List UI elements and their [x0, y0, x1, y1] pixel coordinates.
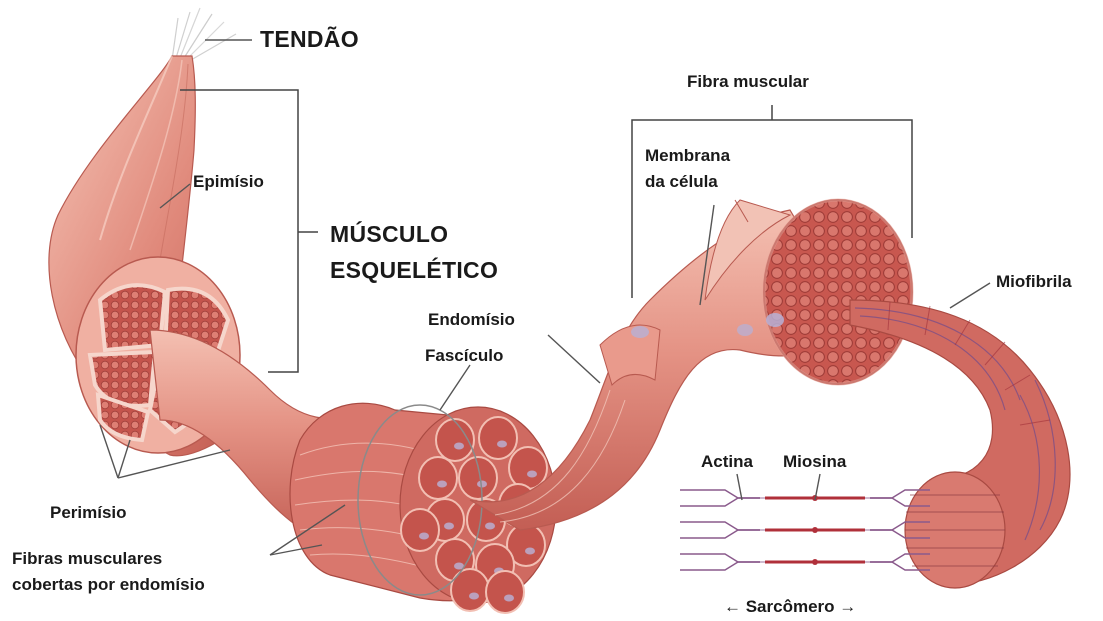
label-perimisio: Perimísio: [50, 503, 127, 523]
tendon-strands: [172, 8, 236, 60]
miofibrila-leader: [950, 283, 990, 308]
endomisio-leader: [548, 335, 600, 383]
fiber-cross-section: [486, 571, 524, 613]
actina-leader: [737, 474, 742, 500]
miosina-leader: [815, 474, 820, 500]
fasciculo-leader: [440, 365, 470, 410]
label-fasciculo: Fascículo: [425, 346, 503, 366]
label-membrana-line1: Membrana: [645, 146, 730, 166]
fiber-cross-section: [401, 509, 439, 551]
label-fibras-line1: Fibras musculares: [12, 549, 162, 569]
nucleus: [437, 481, 447, 488]
fiber-cross-section: [509, 447, 547, 489]
nucleus: [454, 443, 464, 450]
label-epimisio: Epimísio: [193, 172, 264, 192]
fiber-cross-section: [479, 417, 517, 459]
label-musculo-line2: ESQUELÉTICO: [330, 257, 498, 284]
fiber-cross-section: [419, 457, 457, 499]
m-line: [812, 559, 818, 565]
label-tendao: TENDÃO: [260, 26, 359, 53]
label-fibras-line2: cobertas por endomísio: [12, 575, 205, 595]
nucleus: [525, 548, 535, 555]
m-line: [812, 527, 818, 533]
label-actina: Actina: [701, 452, 753, 472]
nucleus: [444, 523, 454, 530]
label-fibra-muscular: Fibra muscular: [687, 72, 809, 92]
label-miosina: Miosina: [783, 452, 846, 472]
sarcomere-filaments: [680, 490, 930, 570]
fiber-cross-section: [451, 569, 489, 611]
label-sarcomero: ← Sarcômero →: [724, 597, 856, 617]
nucleus: [527, 471, 537, 478]
perimisio-leader-2: [118, 440, 130, 478]
nucleus: [497, 441, 507, 448]
nucleus: [469, 593, 479, 600]
label-membrana-line2: da célula: [645, 172, 718, 192]
nucleus: [504, 595, 514, 602]
nucleus: [419, 533, 429, 540]
label-musculo-line1: MÚSCULO: [330, 221, 448, 248]
label-endomisio: Endomísio: [428, 310, 515, 330]
label-miofibrila: Miofibrila: [996, 272, 1072, 292]
nucleus: [485, 523, 495, 530]
